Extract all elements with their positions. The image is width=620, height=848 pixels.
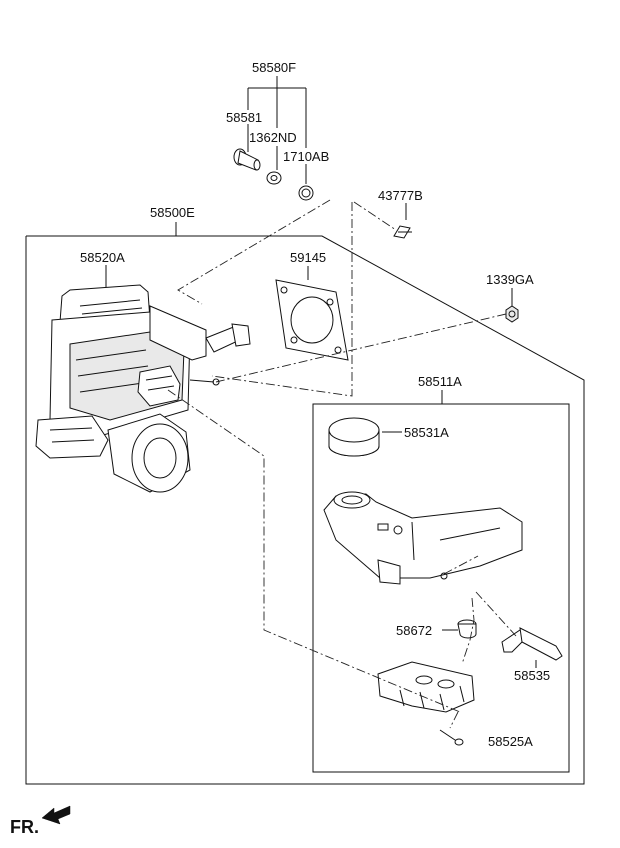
cap-part	[328, 417, 402, 457]
bracket-part	[377, 661, 475, 746]
label-kit: 58580F	[252, 60, 296, 75]
gasket-part	[275, 266, 349, 361]
sensor-part	[501, 627, 563, 668]
assembly-frame	[25, 222, 585, 785]
label-washer: 1362ND	[249, 130, 297, 145]
label-sensor: 58535	[514, 668, 550, 683]
label-hcu: 58520A	[80, 250, 125, 265]
washer-part	[266, 171, 282, 185]
reservoir-part	[323, 491, 523, 585]
pin-part	[233, 148, 261, 171]
label-pin: 58581	[226, 110, 262, 125]
label-gasket: 59145	[290, 250, 326, 265]
oring-part	[298, 185, 314, 201]
clip-part	[393, 203, 412, 239]
master-cylinder-frame	[312, 390, 570, 773]
label-clip: 43777B	[378, 188, 423, 203]
direction-indicator: FR.	[10, 805, 71, 837]
label-nut: 1339GA	[486, 272, 534, 287]
grommet-part	[442, 619, 477, 639]
kit-bracket	[247, 76, 307, 184]
label-oring: 1710AB	[283, 149, 329, 164]
label-cap: 58531A	[404, 425, 449, 440]
hcu-part	[35, 265, 251, 493]
direction-label: FR.	[10, 817, 39, 837]
leader-lines	[167, 199, 517, 729]
label-master-cyl: 58511A	[418, 374, 462, 389]
arrow-left-icon	[41, 805, 71, 825]
label-grommet: 58672	[396, 623, 432, 638]
nut-part	[505, 288, 519, 323]
label-bracket: 58525A	[488, 734, 533, 749]
label-booster-assy: 58500E	[150, 205, 195, 220]
